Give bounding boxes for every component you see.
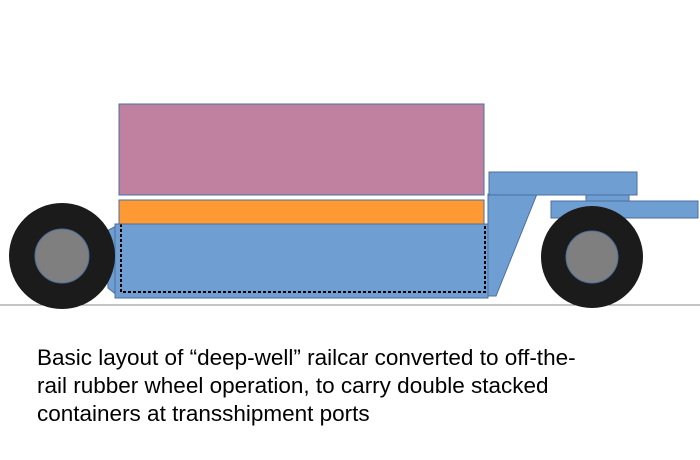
diagram-caption: Basic layout of “deep-well” railcar conv… [37,345,576,426]
upper-container [118,103,485,196]
rear-wheel [9,203,115,309]
front-wheel-hub [565,230,619,284]
gooseneck-top-plate [488,171,638,196]
railcar-diagram [0,103,700,309]
rear-wheel-hub [34,228,90,284]
well-car-body [114,223,489,299]
lower-container [118,199,485,225]
fifth-wheel-post [585,194,630,202]
front-wheel [541,206,643,308]
well-outline [120,224,486,293]
gooseneck [487,193,538,297]
